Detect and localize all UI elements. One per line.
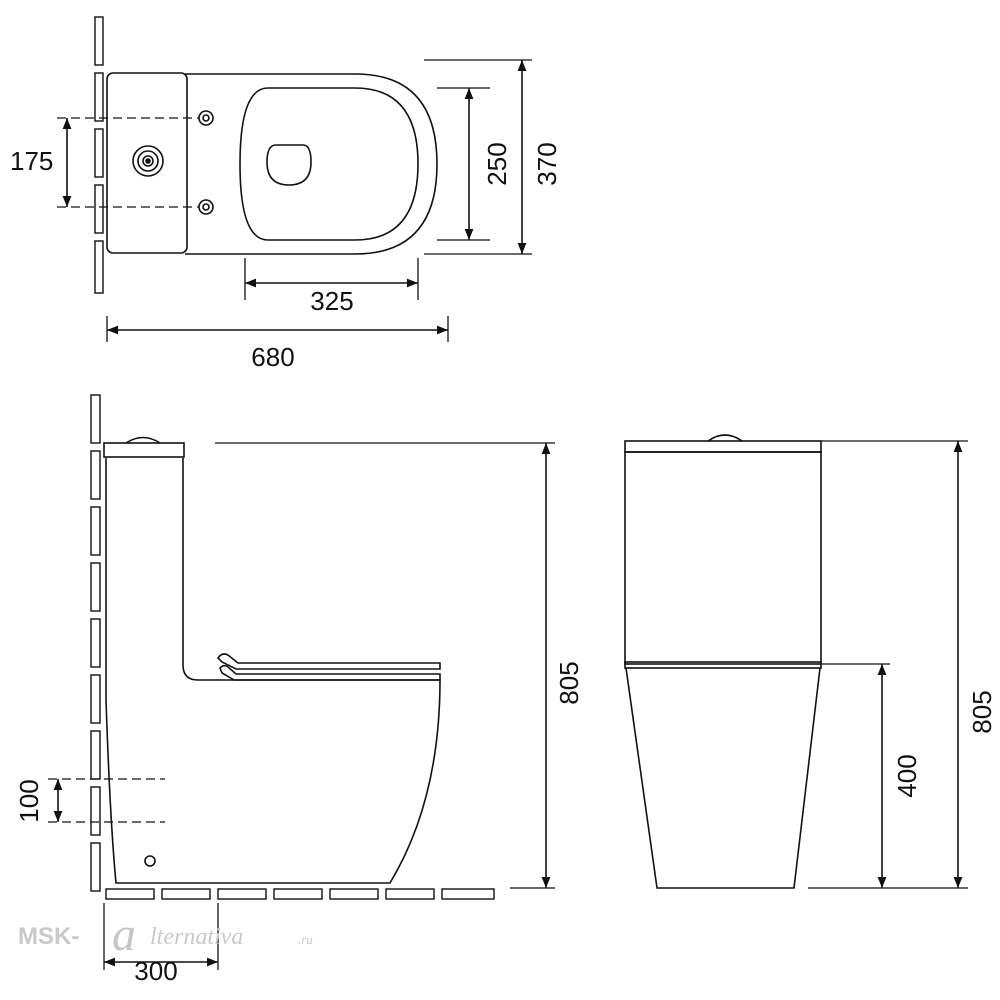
seat-lid-side-upper xyxy=(216,653,441,670)
bolt-icon-upper xyxy=(198,110,214,126)
dim-label-outlet-distance: 300 xyxy=(134,956,177,986)
dim-label-bolt-spacing: 175 xyxy=(10,146,53,176)
extension-lines-front xyxy=(808,440,968,889)
watermark-brand-left: MSK- xyxy=(18,923,79,950)
dim-label-total-width: 370 xyxy=(532,142,562,185)
front-view xyxy=(624,434,968,889)
dim-label-front-height: 805 xyxy=(967,690,997,733)
watermark-logo: MSK- a lternativa .ru xyxy=(18,908,313,961)
floor-hatch-side xyxy=(105,888,495,900)
tank-body-front xyxy=(624,451,822,665)
bowl-body-front xyxy=(625,667,821,889)
wall-hatch-side xyxy=(90,394,101,892)
dim-label-total-length: 680 xyxy=(251,342,294,372)
inlet-center-lines xyxy=(48,778,165,823)
watermark-brand-right: lternativa xyxy=(150,924,243,950)
flush-button-icon xyxy=(132,145,164,177)
wall-hatch-top xyxy=(94,16,104,294)
seat-outline-top xyxy=(239,87,419,241)
dim-label-seat-length: 325 xyxy=(310,286,353,316)
drain-hole-icon xyxy=(144,855,156,867)
flush-button-side xyxy=(125,436,161,444)
flush-button-front xyxy=(707,434,743,442)
bowl-outline-top xyxy=(185,73,438,255)
tank-lid-front xyxy=(624,440,822,453)
extension-lines-top xyxy=(106,59,532,342)
bolt-center-lines xyxy=(57,117,199,208)
dim-label-bowl-height: 400 xyxy=(892,754,922,797)
tank-outline-top xyxy=(106,72,188,254)
top-view xyxy=(57,16,532,342)
tank-lid-side xyxy=(103,442,185,458)
dim-label-side-height: 805 xyxy=(554,661,584,704)
bowl-opening xyxy=(266,144,312,186)
dim-label-inlet-height: 100 xyxy=(14,779,44,822)
dim-label-seat-width: 250 xyxy=(482,142,512,185)
bolt-icon-lower xyxy=(198,199,214,215)
toilet-body-side xyxy=(105,458,441,884)
tank-base-front xyxy=(624,661,822,669)
watermark-brand-mark: a xyxy=(112,908,136,961)
seat-lid-side-lower xyxy=(219,664,441,681)
extension-lines-side xyxy=(103,442,555,970)
side-view xyxy=(48,394,555,970)
watermark-domain-suffix: .ru xyxy=(298,932,313,947)
